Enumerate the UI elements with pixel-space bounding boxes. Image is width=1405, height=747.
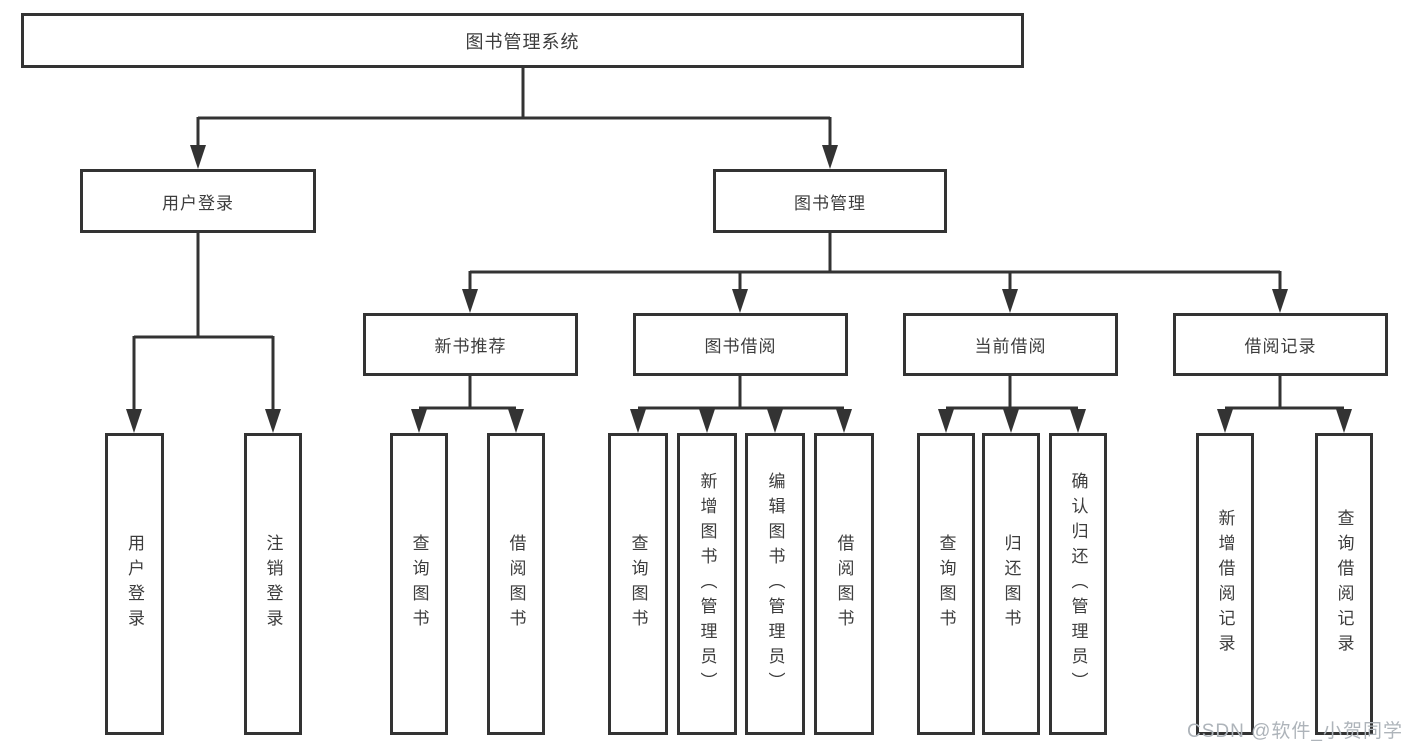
arrowhead-icon bbox=[630, 409, 646, 433]
leaf-add-books-admin: 新增图书（管理员） bbox=[677, 433, 737, 735]
node-current-borrowing: 当前借阅 bbox=[903, 313, 1118, 376]
node-book-management: 图书管理 bbox=[713, 169, 947, 233]
node-new-book-recommendation: 新书推荐 bbox=[363, 313, 578, 376]
leaf-borrow-books: 借阅图书 bbox=[814, 433, 874, 735]
leaf-query-borrow-record: 查询借阅记录 bbox=[1315, 433, 1373, 735]
leaf-add-borrow-record: 新增借阅记录 bbox=[1196, 433, 1254, 735]
arrowhead-icon bbox=[822, 145, 838, 169]
arrowhead-icon bbox=[190, 145, 206, 169]
leaf-logout: 注销登录 bbox=[244, 433, 302, 735]
watermark-text: CSDN @软件_小贺同学 bbox=[1187, 721, 1403, 742]
arrowhead-icon bbox=[836, 409, 852, 433]
arrowhead-icon bbox=[938, 409, 954, 433]
leaf-query-books-borrow: 查询图书 bbox=[608, 433, 668, 735]
arrowhead-icon bbox=[1272, 289, 1288, 313]
arrowhead-icon bbox=[462, 289, 478, 313]
arrowhead-icon bbox=[265, 409, 281, 433]
leaf-edit-books-admin: 编辑图书（管理员） bbox=[745, 433, 805, 735]
arrowhead-icon bbox=[411, 409, 427, 433]
node-user-login: 用户登录 bbox=[80, 169, 316, 233]
leaf-return-books: 归还图书 bbox=[982, 433, 1040, 735]
leaf-query-books-recommend: 查询图书 bbox=[390, 433, 448, 735]
leaf-confirm-return-admin: 确认归还（管理员） bbox=[1049, 433, 1107, 735]
connector-path bbox=[132, 68, 1344, 412]
leaf-user-login: 用户登录 bbox=[105, 433, 164, 735]
arrowhead-icon bbox=[767, 409, 783, 433]
arrowhead-icon bbox=[699, 409, 715, 433]
arrowhead-icon bbox=[508, 409, 524, 433]
arrowhead-icon bbox=[1003, 409, 1019, 433]
arrowhead-icon bbox=[1002, 289, 1018, 313]
leaf-query-books-current: 查询图书 bbox=[917, 433, 975, 735]
arrowhead-icon bbox=[1070, 409, 1086, 433]
arrowhead-icon bbox=[126, 409, 142, 433]
arrowhead-icon bbox=[732, 289, 748, 313]
arrowhead-icon bbox=[1336, 409, 1352, 433]
node-borrowing-records: 借阅记录 bbox=[1173, 313, 1388, 376]
node-library-management-system: 图书管理系统 bbox=[21, 13, 1024, 68]
leaf-borrow-books-recommend: 借阅图书 bbox=[487, 433, 545, 735]
node-book-borrowing: 图书借阅 bbox=[633, 313, 848, 376]
arrowhead-icon bbox=[1217, 409, 1233, 433]
